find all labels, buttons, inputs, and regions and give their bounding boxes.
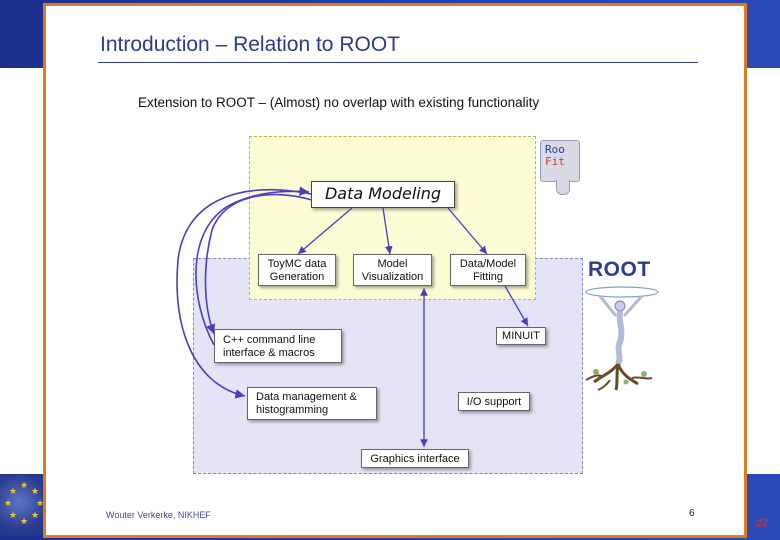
node-data-management: Data management & histogramming [247,387,377,420]
footer-page-number: 6 [689,508,695,519]
node-model-vis-line1: Model [377,258,408,270]
node-fitting-line2: Fitting [473,271,503,283]
node-model-vis-line2: Visualization [361,271,424,283]
slide-subtitle: Extension to ROOT – (Almost) no overlap … [138,95,540,110]
node-data-modeling-label: Data Modeling [324,184,442,203]
node-cpp-line2: interface & macros [223,347,315,359]
node-toymc-line2: Generation [269,271,325,283]
roofit-logo: Roo Fit [540,140,580,182]
footer-author: Wouter Verkerke, NIKHEF [106,510,211,520]
node-cpp-command-line: C++ command line interface & macros [214,329,342,363]
slide-title: Introduction – Relation to ROOT [100,33,400,56]
roofit-logo-fit: Fit [545,155,565,168]
corner-slide-number: 27 [756,518,769,530]
node-graphics-interface: Graphics interface [361,449,469,468]
node-toymc-generation: ToyMC data Generation [258,254,336,286]
node-data-model-fitting: Data/Model Fitting [450,254,526,286]
node-fitting-line1: Data/Model [459,258,517,270]
node-io-label: I/O support [466,396,522,408]
node-data-modeling: Data Modeling [311,181,455,208]
roofit-logo-roo: Roo [545,143,565,156]
root-logo: ROOT [588,258,651,281]
title-underline [98,62,698,63]
node-io-support: I/O support [458,392,530,411]
root-tree-figure [585,286,659,391]
node-data-mgmt-line2: histogramming [256,404,329,416]
eu-flag-emblem: ★ ★ ★ ★ ★ ★ ★ ★ [0,474,48,536]
node-minuit: MINUIT [496,327,546,345]
node-minuit-label: MINUIT [502,330,540,342]
node-model-visualization: Model Visualization [353,254,432,286]
node-cpp-line1: C++ command line [223,334,316,346]
node-toymc-line1: ToyMC data [267,258,327,270]
roofit-logo-tab [556,180,570,195]
node-graphics-label: Graphics interface [370,453,460,465]
node-data-mgmt-line1: Data management & [256,391,357,403]
